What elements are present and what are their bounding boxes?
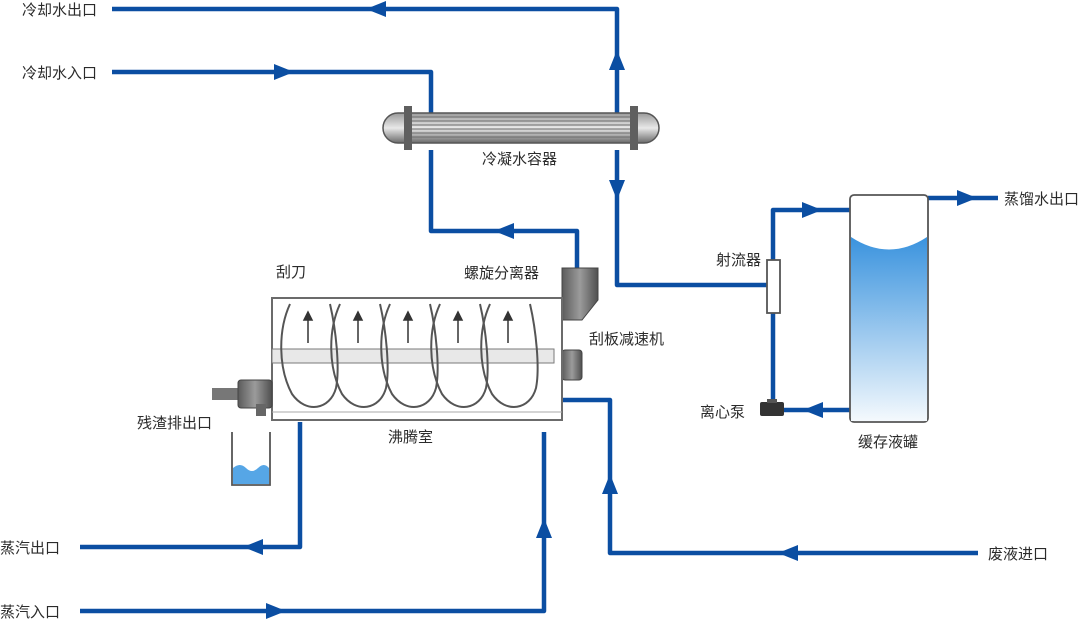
pipe-ejector-to-tank bbox=[770, 207, 850, 262]
arrow-left-icon bbox=[243, 539, 263, 555]
label-condenser: 冷凝水容器 bbox=[482, 150, 557, 168]
residue-discharge-valve bbox=[212, 379, 273, 416]
ejector bbox=[766, 259, 781, 314]
vapor-arrows bbox=[302, 310, 514, 343]
label-centrifugal-pump: 离心泵 bbox=[700, 403, 745, 421]
arrow-up-icon bbox=[602, 474, 618, 494]
arrow-up-icon bbox=[609, 50, 625, 70]
scraper-reducer bbox=[561, 349, 583, 381]
arrow-left-icon bbox=[366, 1, 386, 17]
label-cooling-water-inlet: 冷却水入口 bbox=[22, 64, 97, 82]
arrow-right-icon bbox=[802, 202, 822, 218]
arrow-right-icon bbox=[274, 64, 294, 80]
spiral-separator bbox=[561, 267, 599, 321]
pipe-steam-inlet bbox=[80, 432, 547, 614]
label-spiral-separator: 螺旋分离器 bbox=[464, 264, 539, 282]
arrow-left-icon bbox=[494, 223, 514, 239]
label-boiling-chamber: 沸腾室 bbox=[388, 428, 433, 446]
label-steam-inlet: 蒸汽入口 bbox=[0, 603, 60, 621]
label-cooling-water-outlet: 冷却水出口 bbox=[22, 1, 97, 19]
arrow-right-icon bbox=[266, 603, 286, 619]
residue-beaker bbox=[231, 432, 271, 486]
boiling-chamber bbox=[271, 297, 563, 421]
label-ejector: 射流器 bbox=[716, 251, 761, 269]
label-waste-liquid-inlet: 废液进口 bbox=[988, 545, 1048, 563]
buffer-tank bbox=[849, 194, 929, 423]
arrow-down-icon bbox=[609, 180, 625, 200]
pipe-waste-liquid-inlet bbox=[562, 397, 978, 556]
pipe-steam-outlet bbox=[80, 422, 303, 550]
pipe-cooling-water-outlet bbox=[112, 6, 620, 115]
arrow-left-icon bbox=[803, 402, 823, 418]
arrow-up-icon bbox=[536, 518, 552, 538]
label-scraper-reducer: 刮板减速机 bbox=[589, 330, 664, 348]
label-steam-outlet: 蒸汽出口 bbox=[0, 539, 60, 557]
arrow-left-icon bbox=[778, 545, 798, 561]
label-scraper: 刮刀 bbox=[276, 263, 306, 281]
centrifugal-pump bbox=[760, 399, 784, 416]
label-buffer-tank: 缓存液罐 bbox=[858, 433, 918, 451]
arrow-right-icon bbox=[957, 190, 977, 206]
condenser-vessel bbox=[382, 106, 660, 150]
label-residue-outlet: 残渣排出口 bbox=[137, 414, 212, 432]
flow-arrows bbox=[243, 1, 977, 619]
pipe-cooling-water-inlet bbox=[112, 69, 434, 115]
label-distilled-water-outlet: 蒸馏水出口 bbox=[1004, 190, 1079, 208]
scraper-blades bbox=[280, 303, 539, 408]
